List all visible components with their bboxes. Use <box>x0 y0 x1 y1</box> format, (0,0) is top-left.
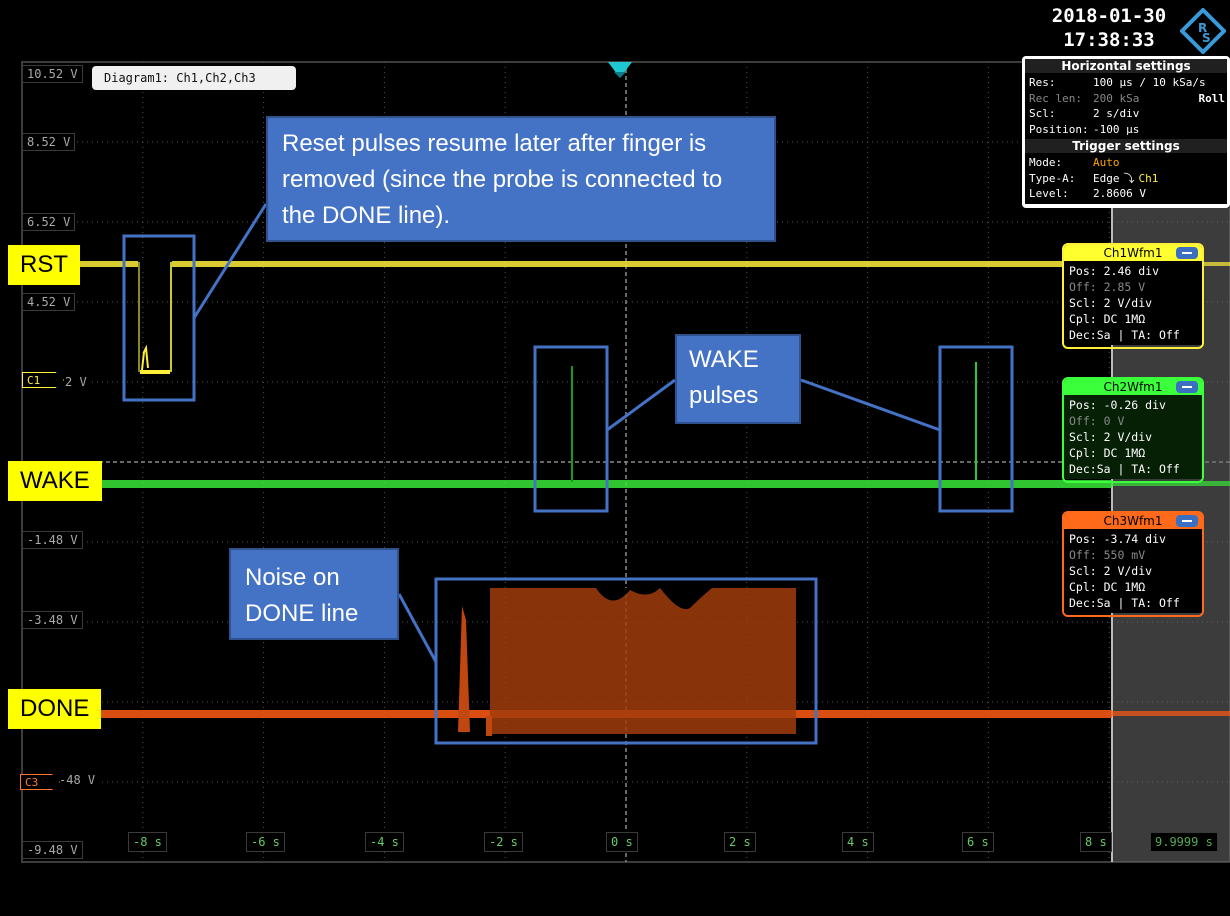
ch2-off: Off: 0 V <box>1069 414 1125 428</box>
minimize-icon[interactable] <box>1176 247 1198 259</box>
trigger-mode-value: Auto <box>1093 156 1120 169</box>
y-axis-label: -9.48 V <box>22 841 83 859</box>
wake-callout-line2: pulses <box>689 382 759 409</box>
position-value: -100 µs <box>1093 122 1140 136</box>
ch1-off: Off: 2.85 V <box>1069 280 1146 294</box>
y-axis-label: 4.52 V <box>22 293 76 311</box>
wake-callout-line1: WAKE <box>689 346 759 373</box>
rec-len-key: Rec len: <box>1029 91 1082 105</box>
trigger-level-value: 2.8606 V <box>1093 187 1146 200</box>
x-axis-label: 6 s <box>962 832 994 852</box>
x-axis-label: 2 s <box>724 832 756 852</box>
wake-pulses-callout: WAKE pulses <box>675 334 801 424</box>
time-text: 17:38:33 <box>1063 29 1155 51</box>
trigger-settings-title: Trigger settings <box>1025 139 1227 153</box>
ch3-scl: Scl: 2 V/div <box>1069 564 1153 578</box>
ch1-dec: Dec:Sa | TA: Off <box>1069 328 1180 342</box>
trigger-settings-body: Mode: Auto Type-A: Edge⤵Ch1 Level: 2.8606 V <box>1025 153 1227 204</box>
trigger-marker-arrow <box>614 72 626 78</box>
y-axis-label: -3.48 V <box>22 611 83 629</box>
diagram-tab[interactable]: Diagram1: Ch1,Ch2,Ch3 <box>92 66 296 90</box>
reset-pulses-callout: Reset pulses resume later after finger i… <box>266 116 776 242</box>
trigger-source-value: Ch1 <box>1138 171 1159 185</box>
falling-edge-icon: ⤵ <box>1123 171 1135 185</box>
x-axis-label: 8 s <box>1080 832 1112 852</box>
minimize-icon[interactable] <box>1176 381 1198 393</box>
x-axis-label: -2 s <box>484 832 523 852</box>
trigger-position-marker[interactable] <box>608 62 632 78</box>
trigger-type-key: Type-A: <box>1029 171 1076 185</box>
ch1-waveform-panel[interactable]: Ch1Wfm1 Pos: 2.46 div Off: 2.85 V Scl: 2… <box>1062 243 1204 349</box>
trigger-type-value: Edge <box>1093 171 1120 185</box>
roll-mode-label: Roll <box>1198 92 1226 105</box>
x-axis-label: 9.9999 s <box>1150 832 1218 852</box>
noise-callout: Noise on DONE line <box>229 548 399 640</box>
rst-signal-label: RST <box>8 245 80 285</box>
ch1-cpl: Cpl: DC 1MΩ <box>1069 312 1146 326</box>
ch2-cpl: Cpl: DC 1MΩ <box>1069 446 1146 460</box>
ch1-pos: Pos: 2.46 div <box>1069 264 1160 278</box>
ch3-off: Off: 550 mV <box>1069 548 1146 562</box>
noise-callout-line2: DONE line <box>245 600 359 627</box>
scl-value: 2 s/div <box>1093 107 1140 120</box>
y-axis-label: -48 V <box>54 771 101 789</box>
ch3-offset-marker[interactable]: C3 <box>20 774 60 790</box>
done-signal-label: DONE <box>8 689 102 729</box>
res-key: Res: <box>1029 76 1056 89</box>
trigger-level-key: Level: <box>1029 187 1069 200</box>
scl-key: Scl: <box>1029 107 1056 120</box>
ch2-waveform-title: Ch2Wfm1 <box>1103 380 1163 394</box>
noise-callout-leader <box>397 593 438 663</box>
wake-callout-leader-right <box>800 378 941 432</box>
x-axis-label: -4 s <box>365 832 404 852</box>
reset-callout-leader <box>192 203 268 319</box>
y-axis-label: 6.52 V <box>22 213 76 231</box>
horizontal-settings-body: Res: 100 µs / 10 kSa/s Rec len: 200 kSa Sc… <box>1025 73 1227 139</box>
svg-text:R: R <box>1198 21 1207 35</box>
y-axis-label: 2 V <box>60 373 92 391</box>
ch3-pos: Pos: -3.74 div <box>1069 532 1166 546</box>
ch2-pos: Pos: -0.26 div <box>1069 398 1166 412</box>
x-axis-label: 4 s <box>842 832 874 852</box>
date-text: 2018-01-30 <box>1051 5 1167 27</box>
x-axis-label: 0 s <box>606 832 638 852</box>
settings-panel[interactable]: Horizontal settings Res: 100 µs / 10 kSa/… <box>1022 56 1230 208</box>
res-value: 100 µs / 10 kSa/s <box>1093 76 1206 89</box>
x-axis-label: -8 s <box>128 832 167 852</box>
ch3-trace <box>22 588 1230 736</box>
ch1-scl: Scl: 2 V/div <box>1069 296 1153 310</box>
rec-len-value: 200 kSa <box>1093 91 1140 105</box>
ch2-scl: Scl: 2 V/div <box>1069 430 1153 444</box>
minimize-icon[interactable] <box>1176 515 1198 527</box>
wake-callout-leader-left <box>606 378 676 432</box>
ch3-waveform-panel[interactable]: Ch3Wfm1 Pos: -3.74 div Off: 550 mV Scl: … <box>1062 511 1204 617</box>
ch1-offset-marker[interactable]: C1 <box>22 372 64 388</box>
rohde-schwarz-logo-icon: R S <box>1180 8 1226 54</box>
ch2-dec: Dec:Sa | TA: Off <box>1069 462 1180 476</box>
ch2-waveform-panel[interactable]: Ch2Wfm1 Pos: -0.26 div Off: 0 V Scl: 2 V… <box>1062 377 1204 483</box>
y-axis-label: 10.52 V <box>22 65 83 83</box>
horizontal-settings-title: Horizontal settings <box>1025 59 1227 73</box>
datetime-display: 2018-01-30 17:38:33 <box>1040 4 1178 52</box>
ch3-cpl: Cpl: DC 1MΩ <box>1069 580 1146 594</box>
x-axis-label: -6 s <box>246 832 285 852</box>
position-key: Position: <box>1029 122 1089 136</box>
ch3-waveform-title: Ch3Wfm1 <box>1103 514 1163 528</box>
trigger-mode-key: Mode: <box>1029 156 1063 169</box>
svg-text:S: S <box>1202 31 1211 45</box>
y-axis-label: -1.48 V <box>22 531 83 549</box>
ch3-dec: Dec:Sa | TA: Off <box>1069 596 1180 610</box>
noise-callout-line1: Noise on <box>245 564 340 591</box>
ch2-trace <box>22 362 1230 488</box>
wake-signal-label: WAKE <box>8 461 102 501</box>
ch1-waveform-title: Ch1Wfm1 <box>1103 246 1163 260</box>
y-axis-label: 8.52 V <box>22 133 76 151</box>
